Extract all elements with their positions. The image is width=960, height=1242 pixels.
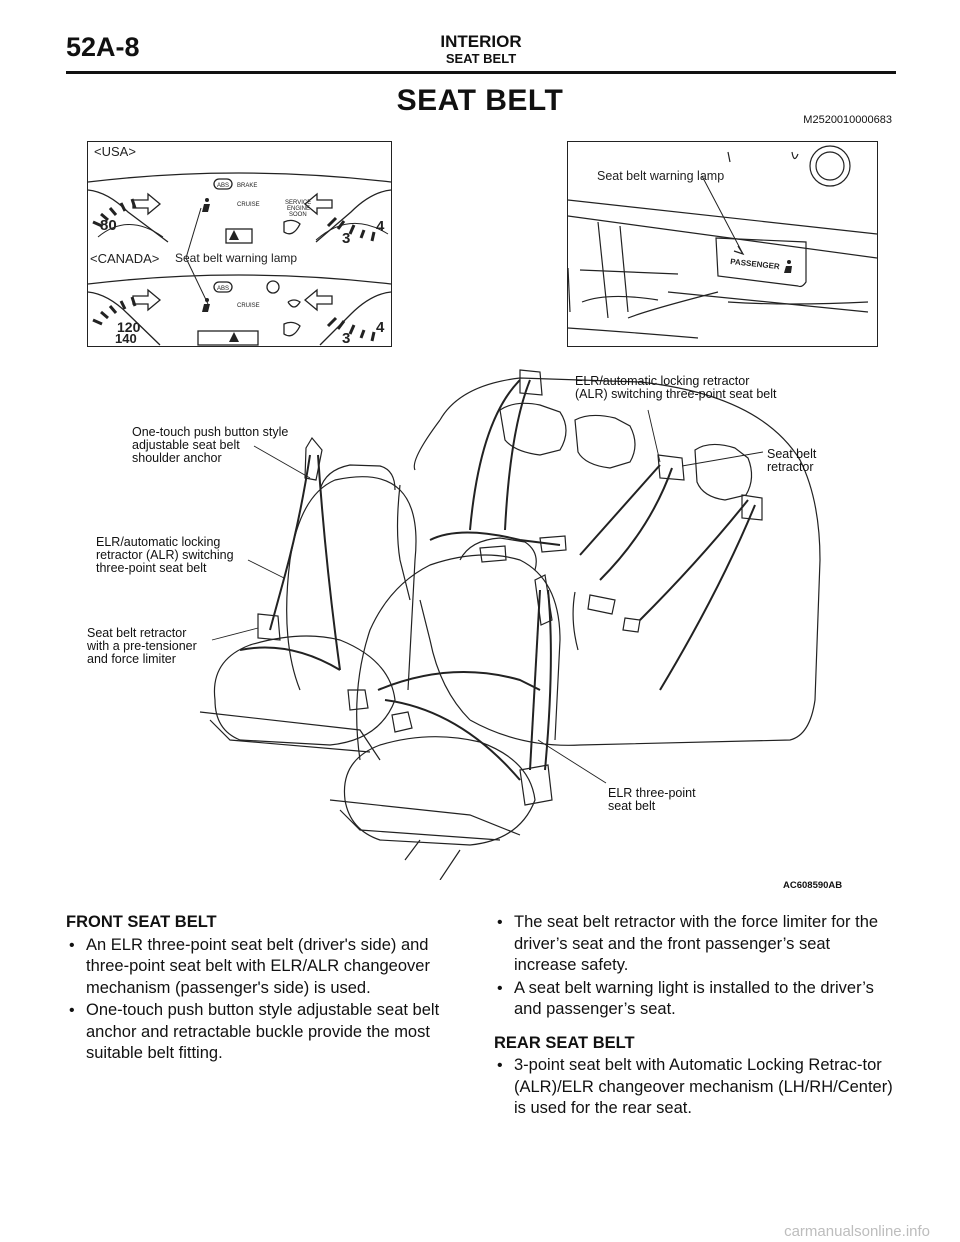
instrument-cluster-figure: <USA> <CANADA> Seat belt warning lamp 80… (87, 141, 392, 347)
front-elr-alr-callout: ELR/automatic locking retractor (ALR) sw… (96, 535, 234, 575)
canada-cruise-indicator: CRUISE (237, 303, 260, 309)
right-item-2: A seat belt warning light is installed t… (494, 978, 894, 1021)
instrument-cluster-drawing: <USA> <CANADA> Seat belt warning lamp 80… (88, 144, 391, 346)
elr-driver-callout: ELR three-point seat belt (608, 786, 696, 813)
canada-abs-indicator: ABS (217, 286, 229, 292)
canada-label: <CANADA> (90, 251, 159, 266)
shoulder-anchor-callout: One-touch push button style adjustable s… (132, 425, 289, 465)
usa-cruise-indicator: CRUISE (237, 202, 260, 208)
brake-indicator: BRAKE (237, 183, 257, 189)
section-title: INTERIOR (440, 32, 522, 51)
rear-seat-belt-heading: REAR SEAT BELT (494, 1033, 635, 1052)
engine-indicator: ENGINE (287, 206, 310, 212)
canada-gauge-right-number-b: 4 (376, 319, 385, 336)
soon-indicator: SOON (289, 212, 307, 218)
usa-gauge-right-number-b: 4 (376, 218, 385, 235)
service-indicator: SERVICE (285, 200, 311, 206)
pretensioner-retractor-callout: Seat belt retractor with a pre-tensioner… (87, 626, 197, 666)
front-item-1: An ELR three-point seat belt (driver's s… (66, 935, 466, 1000)
usa-gauge-left-number: 80 (100, 217, 117, 234)
header-rule (66, 71, 896, 74)
abs-indicator: ABS (217, 183, 229, 189)
passenger-seatbelt-icon (784, 260, 792, 273)
watermark: carmanualsonline.info (784, 1223, 930, 1240)
rear-seat-belt-list: 3-point seat belt with Automatic Locking… (494, 1055, 894, 1120)
seats-illustration (199, 369, 821, 880)
page-number: 52A-8 (66, 32, 140, 62)
right-item-1: The seat belt retractor with the force l… (494, 912, 894, 977)
usa-gauge-right-number-a: 3 (342, 230, 350, 247)
front-item-2: One-touch push button style adjustable s… (66, 1000, 466, 1065)
subsection-title: SEAT BELT (445, 51, 517, 66)
passenger-dash-drawing: Seat belt warning lamp PASSENGER (568, 145, 877, 339)
rear-item-1: 3-point seat belt with Automatic Locking… (494, 1055, 894, 1120)
canada-gauge-left-number-a: 120 (117, 319, 141, 335)
canada-gauge-left-number-b: 140 (115, 331, 137, 346)
cluster-lamp-label: Seat belt warning lamp (175, 251, 297, 265)
page-title: SEAT BELT (396, 84, 564, 117)
page-header: 52A-8 INTERIOR SEAT BELT (66, 28, 896, 70)
dash-lamp-label: Seat belt warning lamp (597, 169, 724, 183)
rear-elr-alr-callout: ELR/automatic locking retractor (ALR) sw… (575, 374, 777, 401)
passenger-dash-figure: Seat belt warning lamp PASSENGER (567, 141, 878, 347)
front-seat-belt-list: An ELR three-point seat belt (driver's s… (66, 935, 466, 1065)
front-seat-belt-heading: FRONT SEAT BELT (66, 913, 217, 931)
passenger-lamp-text: PASSENGER (730, 257, 781, 271)
left-column: FRONT SEAT BELT An ELR three-point seat … (66, 912, 466, 1066)
right-column-list: The seat belt retractor with the force l… (494, 912, 894, 1021)
canada-gauge-right-number-a: 3 (342, 330, 350, 346)
figure-code: AC608590AB (783, 880, 843, 891)
usa-label: <USA> (94, 144, 136, 159)
right-column: The seat belt retractor with the force l… (494, 912, 894, 1121)
document-code: M2520010000683 (803, 114, 892, 126)
rear-retractor-callout: Seat belt retractor (767, 447, 817, 474)
